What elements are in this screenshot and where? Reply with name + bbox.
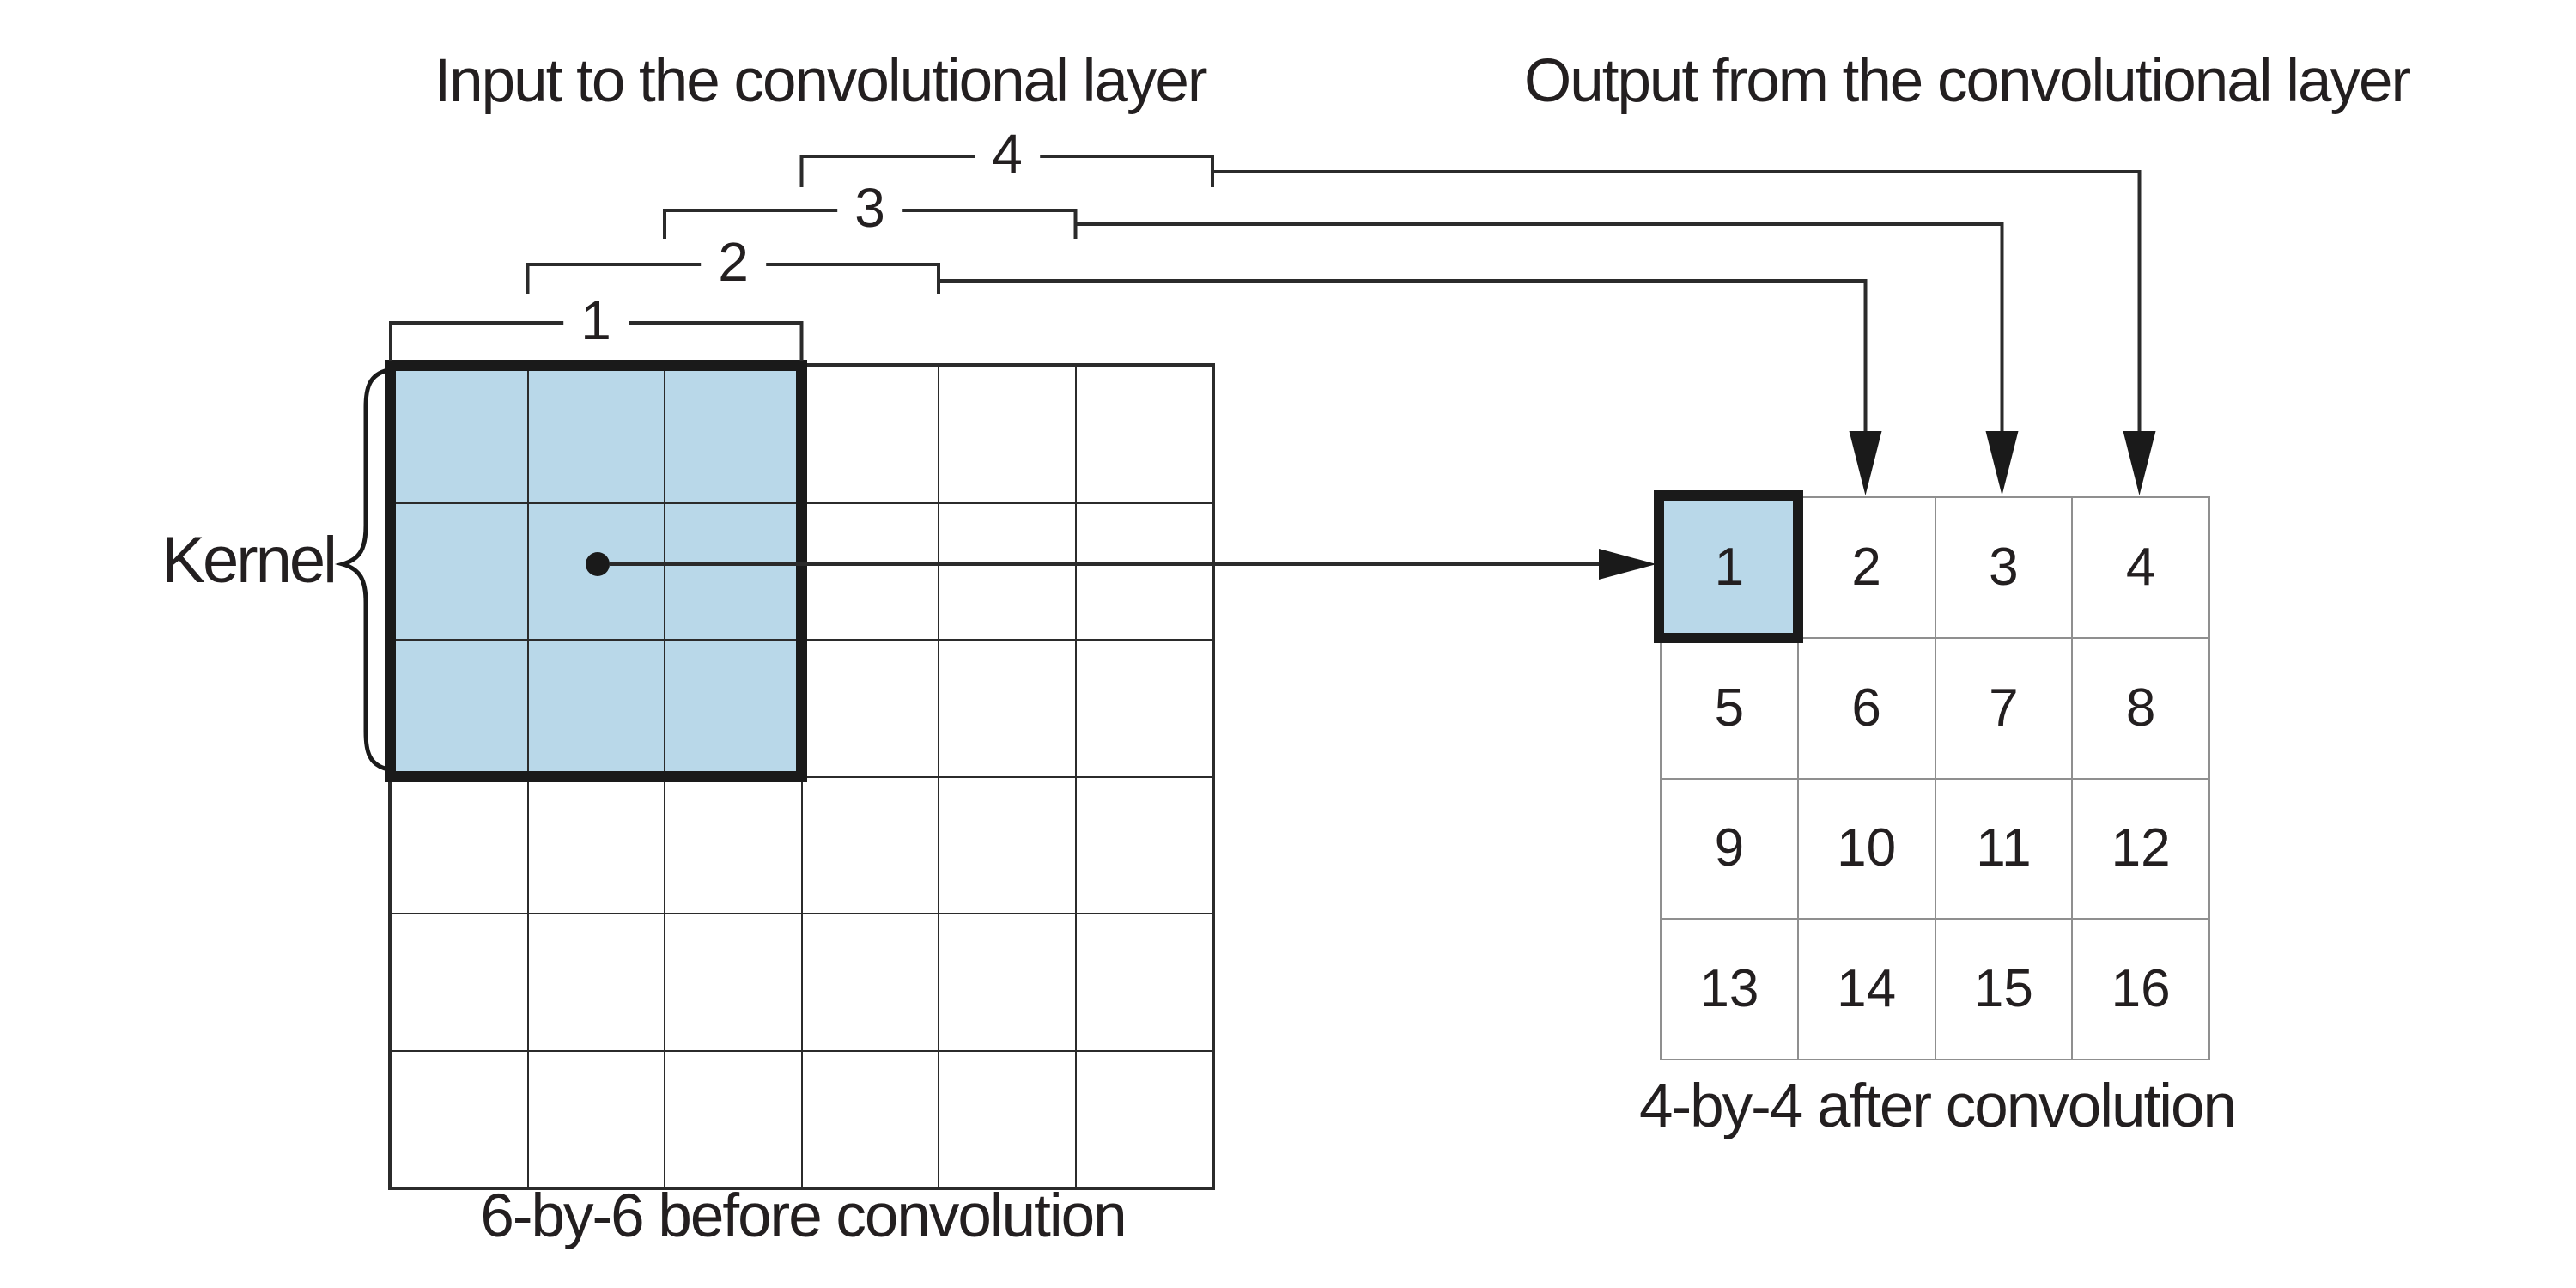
input-cell (391, 640, 528, 777)
input-cell (939, 640, 1076, 777)
input-cell (801, 502, 939, 640)
input-cell (391, 1050, 528, 1188)
input-cell (939, 776, 1076, 914)
input-cell (1075, 1050, 1212, 1188)
caption-input: 6-by-6 before convolution (480, 1182, 1127, 1250)
input-cell (665, 914, 802, 1051)
output-cell: 8 (2072, 637, 2209, 779)
bracket-2-label: 2 (701, 231, 766, 293)
title-output: Output from the convolutional layer (1524, 47, 2411, 115)
input-cell (1075, 640, 1212, 777)
input-cell (527, 1050, 665, 1188)
caption-output: 4-by-4 after convolution (1639, 1072, 2237, 1140)
arrow-down-4-icon (2123, 431, 2156, 495)
input-cell (1075, 776, 1212, 914)
kernel-region-frame (385, 360, 807, 782)
output-cell: 11 (1935, 778, 2073, 920)
bracket-3-label: 3 (837, 177, 902, 239)
output-cell: 9 (1661, 778, 1798, 920)
input-cell (665, 1050, 802, 1188)
arrow-down-2-icon (1849, 431, 1882, 495)
input-cell (801, 366, 939, 503)
input-cell (939, 502, 1076, 640)
input-cell (391, 502, 528, 640)
input-cell (391, 776, 528, 914)
output-cell: 15 (1935, 919, 2073, 1060)
input-cell (801, 914, 939, 1051)
output-cell: 4 (2072, 497, 2209, 638)
input-cell (391, 366, 528, 503)
bracket-4-label: 4 (975, 123, 1040, 185)
arrow-right-icon (1599, 549, 1656, 580)
output-cell: 6 (1797, 637, 1935, 779)
output-cell: 7 (1935, 637, 2073, 779)
arrow-down-3-icon (1985, 431, 2019, 495)
output-cell: 5 (1661, 637, 1798, 779)
input-cell (939, 1050, 1076, 1188)
input-cell (1075, 914, 1212, 1051)
input-cell (391, 914, 528, 1051)
input-cell (939, 366, 1076, 503)
output-grid: 1 2 3 4 5 6 7 8 9 10 11 12 13 14 15 16 (1660, 496, 2210, 1060)
input-cell (801, 640, 939, 777)
input-cell (665, 776, 802, 914)
output-cell: 13 (1661, 919, 1798, 1060)
input-cell (527, 776, 665, 914)
kernel-label: Kernel (161, 524, 337, 597)
output-cell: 14 (1797, 919, 1935, 1060)
output-cell: 16 (2072, 919, 2209, 1060)
output-cell-1-frame (1654, 490, 1803, 643)
input-cell (527, 640, 665, 777)
output-cell: 12 (2072, 778, 2209, 920)
input-cell (801, 1050, 939, 1188)
input-cell (801, 776, 939, 914)
bracket-1-label: 1 (563, 289, 629, 351)
input-cell (527, 914, 665, 1051)
input-cell (1075, 502, 1212, 640)
input-cell (939, 914, 1076, 1051)
output-cell: 10 (1797, 778, 1935, 920)
output-cell: 3 (1935, 497, 2073, 638)
title-input: Input to the convolutional layer (434, 47, 1207, 115)
output-cell: 2 (1797, 497, 1935, 638)
extension-line-4 (1212, 170, 2142, 434)
input-cell (527, 366, 665, 503)
input-cell (1075, 366, 1212, 503)
input-cell (665, 366, 802, 503)
kernel-brace (334, 368, 389, 772)
